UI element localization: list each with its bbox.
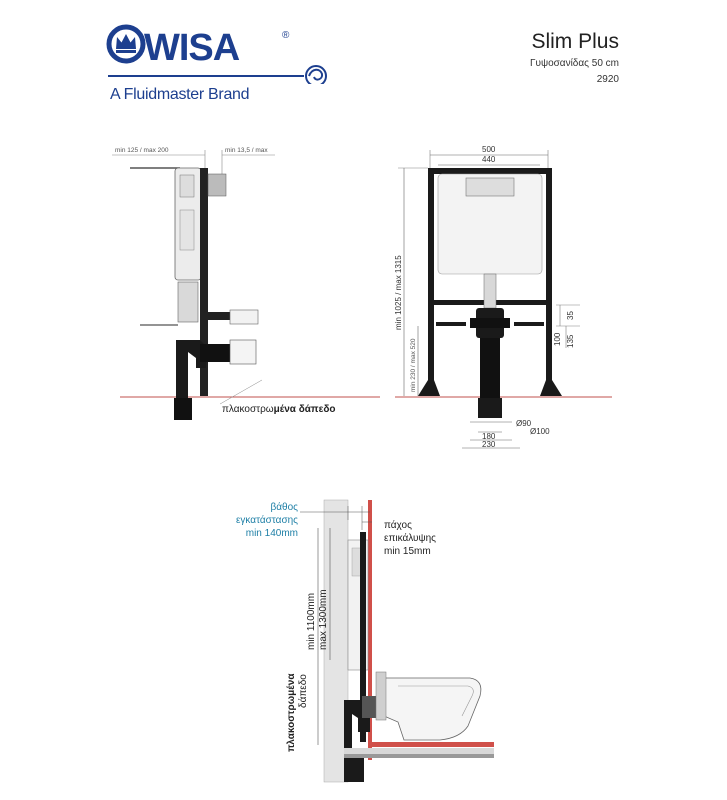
brand-name: WISA — [144, 27, 240, 69]
installed-floor-2: δάπεδο — [297, 674, 309, 708]
depth-label-3: min 140mm — [246, 528, 298, 539]
installed-view-drawing: βάθος εγκατάστασης min 140mm πάχος επικά… — [236, 499, 494, 783]
product-subtitle: Γυψοσανίδας 50 cm — [529, 58, 619, 69]
front-dim-100: 100 — [553, 332, 562, 346]
depth-label-2: εγκατάστασης — [236, 514, 298, 526]
side-dim-top-left: min 125 / max 200 — [115, 147, 169, 154]
registered-mark: ® — [282, 30, 290, 41]
front-pipe-small: Ø90 — [516, 419, 532, 428]
front-dim-135: 135 — [566, 334, 575, 348]
product-title: Slim Plus — [531, 30, 619, 53]
side-dim-top-right: min 13,5 / max — [225, 147, 268, 154]
front-width-outer: 500 — [482, 145, 496, 154]
fluidmaster-swirl-icon — [305, 65, 327, 84]
floor-label-part-a: πλακοστρω — [222, 404, 274, 415]
crown-icon — [106, 24, 146, 64]
front-lower-range: min 230 / max 520 — [410, 338, 417, 392]
installed-height-min: min 1100mm — [306, 593, 317, 650]
svg-text:πλακοστρωμένα δάπεδο: πλακοστρωμένα δάπεδο — [222, 404, 336, 415]
front-pipe-large: Ø100 — [530, 427, 550, 436]
installed-height-max: max 1300mm — [318, 589, 329, 650]
front-bottom-180: 180 — [482, 432, 496, 441]
installed-floor-1: πλακοστρωμένα — [286, 673, 297, 752]
brand-tagline: A Fluidmaster Brand — [110, 86, 250, 103]
cover-label-3: min 15mm — [384, 546, 431, 557]
cover-label-2: επικάλυψης — [384, 532, 436, 544]
product-code: 2920 — [596, 74, 619, 85]
front-view-drawing: 500 440 min 1025 / max 1315 min 230 / ma… — [394, 145, 612, 449]
front-dim-35: 35 — [566, 311, 575, 320]
front-bottom-230: 230 — [482, 440, 496, 449]
side-view-drawing: min 125 / max 200 min 13,5 / max πλακοστ… — [112, 147, 380, 420]
depth-label-1: βάθος — [271, 501, 299, 513]
wisa-logo: WISA ® — [106, 24, 327, 84]
cover-label-1: πάχος — [384, 519, 412, 531]
floor-label-part-b: μένα δάπεδο — [274, 404, 336, 415]
front-width-inner: 440 — [482, 155, 496, 164]
front-height-range: min 1025 / max 1315 — [394, 255, 403, 330]
